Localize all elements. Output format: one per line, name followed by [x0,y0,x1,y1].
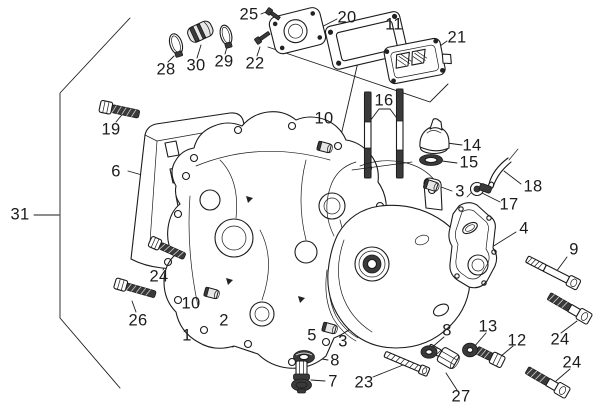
seal-washer-8-left [293,350,315,364]
bolt-24-lower-right [525,366,571,399]
bolt-19 [98,99,140,119]
screw-22 [254,31,271,45]
o-ring [419,154,443,166]
bolt-24-upper-right [547,292,593,325]
drain-plug [291,360,312,394]
intake-flange [268,7,327,55]
bolt-12 [475,346,506,368]
bushing-3-bottom [321,321,338,335]
breather-hose [487,148,519,190]
screw-25 [265,7,281,21]
elbow-fitting [466,181,493,198]
washer-13 [462,342,478,358]
bolt-26 [113,277,157,298]
bushing-3-right [423,178,440,192]
hose-sleeve [187,20,214,43]
group-bracket [33,17,131,389]
studs [363,88,404,179]
hose-clamp-right [219,24,233,49]
bushing-10-bottom [203,286,220,300]
side-cover-gasket [448,202,498,289]
hose-clamp-left [168,33,184,58]
reed-valve [383,37,452,85]
bolt-24-left [147,236,186,260]
seal-washer-8-right [420,345,438,359]
bolt-23 [383,351,431,377]
oil-filler-cap [419,118,450,155]
bolt-9 [525,255,582,291]
bushing-10-top [316,140,333,154]
